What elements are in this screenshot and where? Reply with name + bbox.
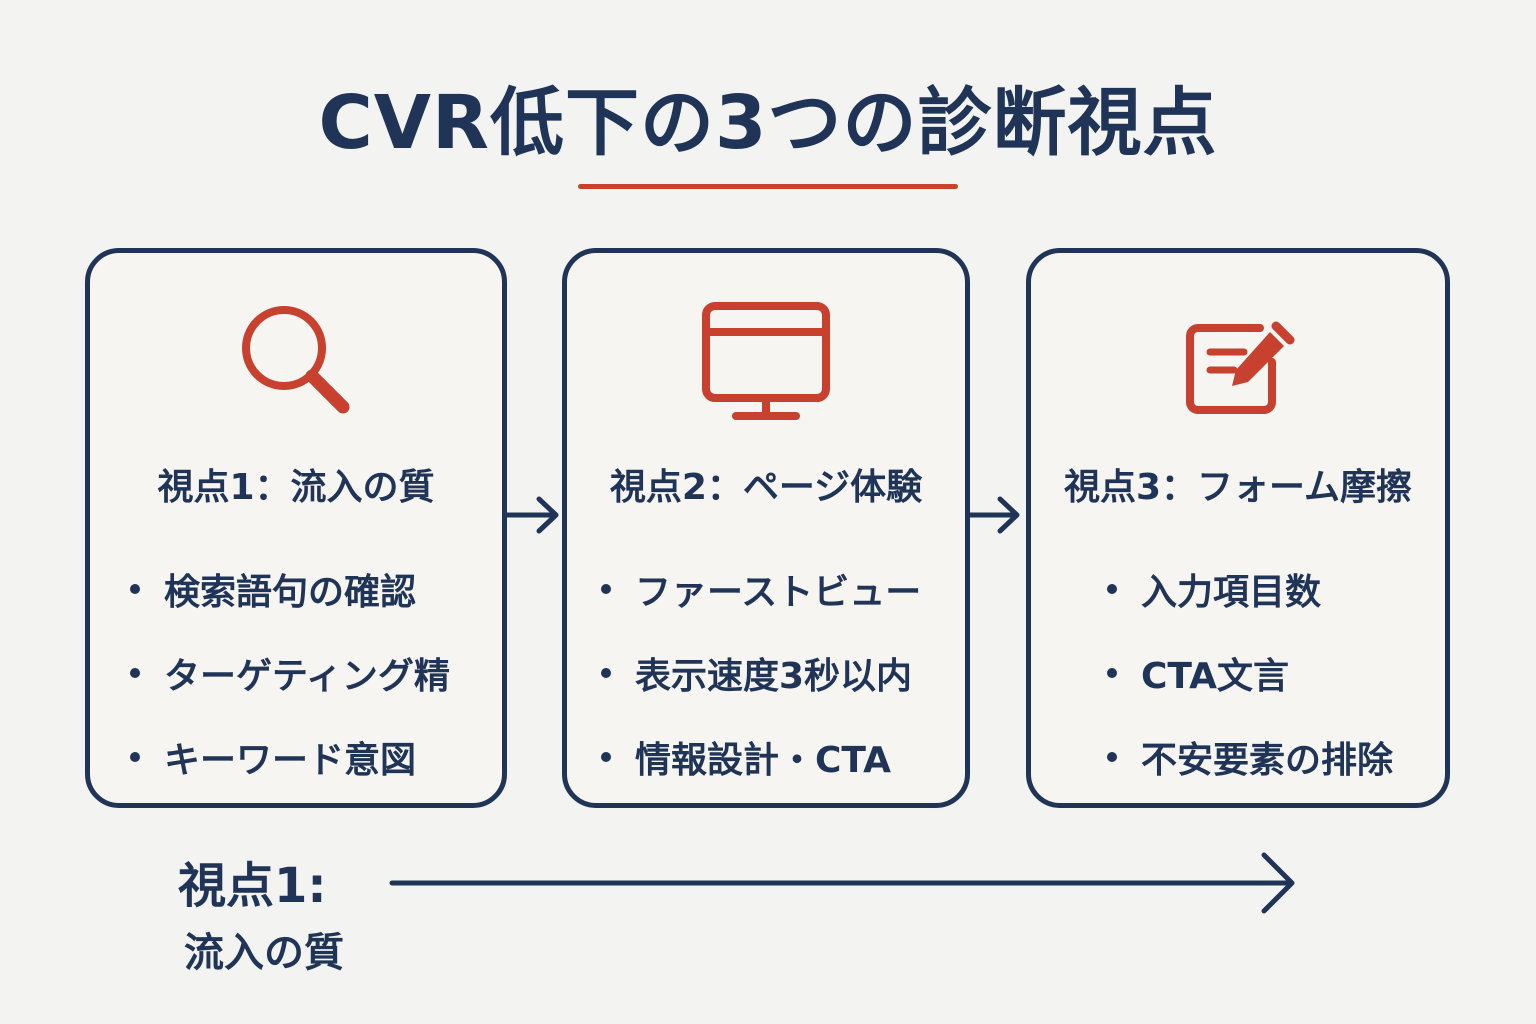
list-item: ターゲティング精: [90, 631, 502, 715]
bullet-icon: [130, 752, 140, 762]
card-heading: 視点1：流入の質: [157, 467, 435, 508]
bullet-icon: [1107, 668, 1117, 678]
long-arrow-right-icon: [388, 850, 1300, 916]
title-underline: [578, 184, 958, 189]
list-item-label: 表示速度3秒以内: [635, 656, 913, 697]
arrow-right-icon: [966, 490, 1026, 540]
bullet-icon: [130, 668, 140, 678]
bullet-icon: [130, 584, 140, 594]
list-item-label: キーワード意図: [164, 740, 417, 781]
list-item-label: CTA文言: [1141, 656, 1290, 697]
monitor-icon: [696, 298, 836, 428]
list-item-label: 検索語句の確認: [164, 572, 417, 613]
card-item-list: 入力項目数 CTA文言 不安要素の排除: [1031, 547, 1445, 799]
list-item: ファーストビュー: [567, 547, 965, 631]
card-heading: 視点2：ページ体験: [609, 467, 923, 508]
card-item-list: ファーストビュー 表示速度3秒以内 情報設計・CTA: [567, 547, 965, 799]
arrow-right-icon: [505, 490, 565, 540]
list-item-label: 情報設計・CTA: [635, 740, 892, 781]
card-inflow-quality: 視点1：流入の質 検索語句の確認 ターゲティング精 キーワード意図: [85, 248, 507, 808]
list-item: 入力項目数: [1031, 547, 1445, 631]
bullet-icon: [1107, 584, 1117, 594]
bullet-icon: [1107, 752, 1117, 762]
list-item: キーワード意図: [90, 715, 502, 799]
list-item: 表示速度3秒以内: [567, 631, 965, 715]
card-form-friction: 視点3：フォーム摩擦 入力項目数 CTA文言 不安要素の排除: [1026, 248, 1450, 808]
footer-label-subtitle: 流入の質: [184, 930, 344, 976]
bullet-icon: [601, 668, 611, 678]
list-item: 検索語句の確認: [90, 547, 502, 631]
list-item: 情報設計・CTA: [567, 715, 965, 799]
card-item-list: 検索語句の確認 ターゲティング精 キーワード意図: [90, 547, 502, 799]
list-item: 不安要素の排除: [1031, 715, 1445, 799]
edit-form-icon: [1168, 298, 1308, 428]
list-item: CTA文言: [1031, 631, 1445, 715]
list-item-label: 不安要素の排除: [1141, 740, 1394, 781]
list-item-label: ファーストビュー: [635, 572, 922, 613]
card-heading: 視点3：フォーム摩擦: [1064, 467, 1412, 508]
footer-label-title: 視点1:: [178, 858, 327, 914]
bullet-icon: [601, 584, 611, 594]
card-page-experience: 視点2：ページ体験 ファーストビュー 表示速度3秒以内 情報設計・CTA: [562, 248, 970, 808]
page-title: CVR低下の3つの診断視点: [318, 80, 1218, 166]
bullet-icon: [601, 752, 611, 762]
list-item-label: ターゲティング精: [164, 656, 450, 697]
search-icon: [226, 298, 366, 428]
list-item-label: 入力項目数: [1141, 572, 1322, 613]
